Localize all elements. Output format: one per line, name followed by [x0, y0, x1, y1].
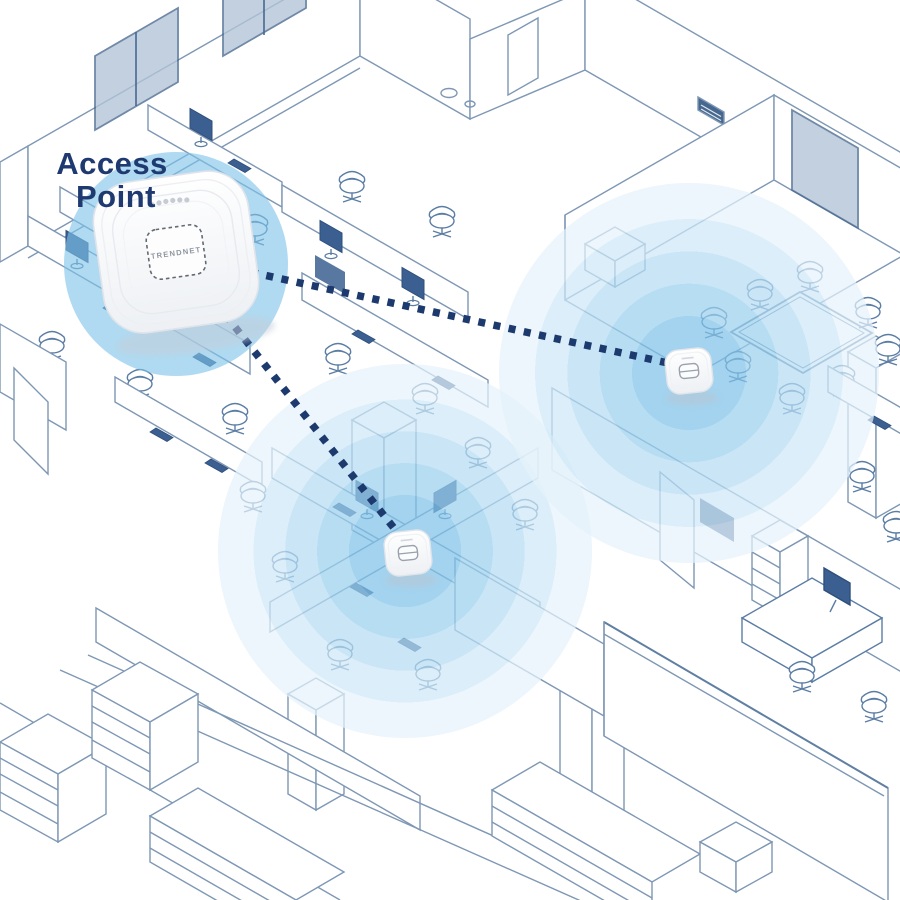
office-chair: [788, 660, 816, 693]
wall-panel-dark: [315, 255, 345, 294]
led-indicators: [149, 197, 190, 208]
shelving-bottom-left: [0, 661, 346, 900]
main-access-point-device: TRENDNET: [92, 170, 276, 356]
window: [791, 108, 859, 230]
room-left-with-door: [0, 323, 67, 476]
office-chair: [324, 342, 352, 375]
interior-walls-top-center: [359, 0, 586, 121]
shelving-bottom-right: [490, 761, 774, 900]
access-point-label-line2: Point: [76, 179, 156, 214]
door: [13, 366, 49, 476]
wifi-links: [213, 265, 669, 540]
office-chair: [428, 205, 456, 238]
office-chair: [882, 510, 900, 543]
satellite-access-point-conference: [664, 347, 718, 405]
satellite-access-point-open-office: [383, 529, 437, 587]
wifi-link-main-to-conference: [235, 265, 669, 367]
wifi-link-main-to-open-office: [213, 300, 404, 540]
device-shadow: [116, 316, 276, 356]
office-chair: [221, 402, 249, 435]
monitor-icon: [823, 566, 851, 607]
office-chair: [338, 170, 366, 203]
door: [507, 16, 539, 97]
office-chair: [860, 690, 888, 723]
access-point-label: Access Point: [56, 146, 168, 214]
logo-plate: [145, 223, 207, 281]
access-point-label-line1: Access: [56, 146, 168, 181]
